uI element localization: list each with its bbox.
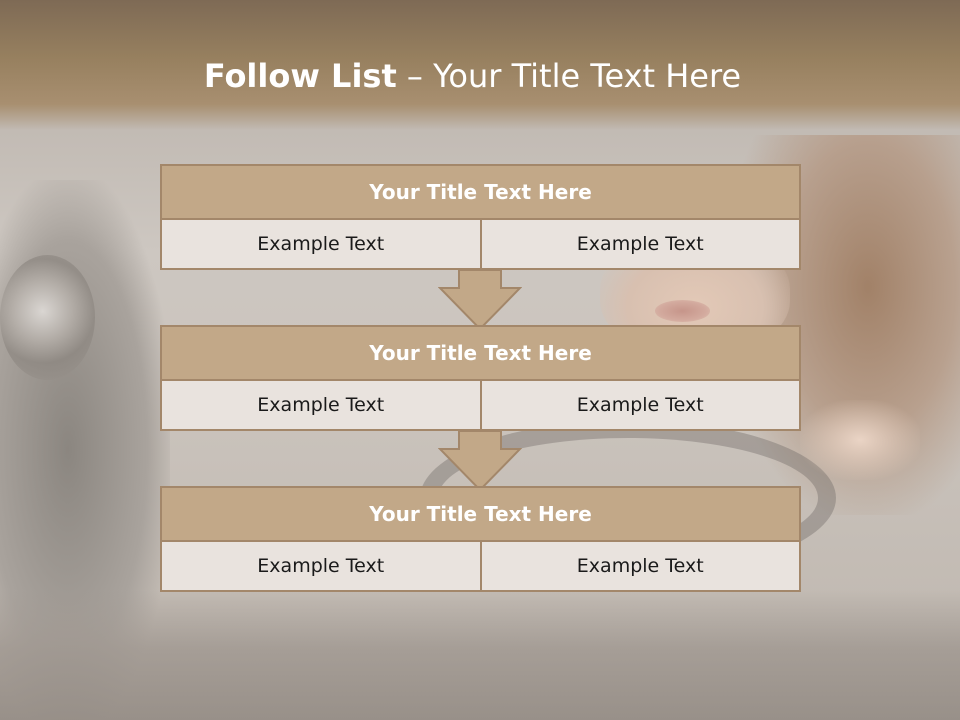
step-title: Your Title Text Here <box>160 486 801 542</box>
step-box-2: Your Title Text Here Example Text Exampl… <box>160 325 801 431</box>
slide-title: Follow List – Your Title Text Here <box>0 56 945 96</box>
background-headlight <box>0 255 95 380</box>
title-banner <box>0 0 960 130</box>
background-lips <box>655 300 710 322</box>
step-cell-left: Example Text <box>160 381 482 431</box>
background-hand <box>800 400 920 480</box>
step-title: Your Title Text Here <box>160 164 801 220</box>
step-cells: Example Text Example Text <box>160 381 801 431</box>
step-cell-right: Example Text <box>479 542 801 592</box>
background-car-hood <box>0 590 960 720</box>
step-cell-left: Example Text <box>160 542 482 592</box>
slide-title-rest: – Your Title Text Here <box>396 57 742 95</box>
step-cells: Example Text Example Text <box>160 542 801 592</box>
step-box-3: Your Title Text Here Example Text Exampl… <box>160 486 801 592</box>
step-cell-right: Example Text <box>479 381 801 431</box>
step-cell-right: Example Text <box>479 220 801 270</box>
step-cell-left: Example Text <box>160 220 482 270</box>
down-arrow-icon <box>438 430 522 492</box>
step-title: Your Title Text Here <box>160 325 801 381</box>
down-arrow-icon <box>438 269 522 331</box>
step-box-1: Your Title Text Here Example Text Exampl… <box>160 164 801 270</box>
slide-title-strong: Follow List <box>203 57 397 95</box>
step-cells: Example Text Example Text <box>160 220 801 270</box>
